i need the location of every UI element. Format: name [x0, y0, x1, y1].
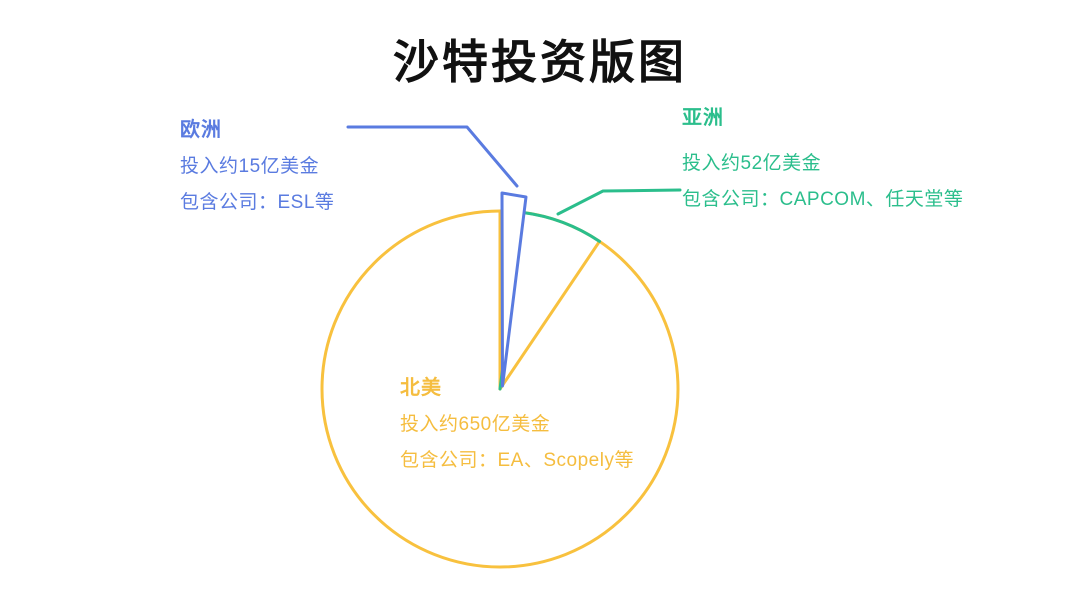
- europe-slice-exploded: [500, 191, 528, 388]
- north-america-label-block: 北美 投入约650亿美金 包含公司：EA、Scopely等: [400, 376, 634, 472]
- north-america-asia-divider: [498, 239, 601, 391]
- europe-amount-text: 投入约15亿美金: [180, 156, 320, 177]
- europe-leader-line: [346, 125, 519, 188]
- europe-label-heading: 欧洲: [180, 119, 222, 141]
- asia-leader-line: [556, 188, 682, 216]
- asia-label-heading: 亚洲: [682, 107, 724, 129]
- north-america-amount-text: 投入约650亿美金: [400, 414, 551, 435]
- north-america-label-heading: 北美: [400, 377, 442, 399]
- europe-companies-text: 包含公司：ESL等: [180, 192, 335, 213]
- north-america-companies-text: 包含公司：EA、Scopely等: [400, 450, 634, 471]
- asia-amount-text: 投入约52亿美金: [682, 153, 822, 174]
- asia-companies-text: 包含公司：CAPCOM、任天堂等: [682, 189, 964, 210]
- asia-label-block: 亚洲 投入约52亿美金 包含公司：CAPCOM、任天堂等: [682, 106, 963, 211]
- europe-label-block: 欧洲 投入约15亿美金 包含公司：ESL等: [180, 118, 334, 214]
- chart-title: 沙特投资版图: [393, 36, 687, 88]
